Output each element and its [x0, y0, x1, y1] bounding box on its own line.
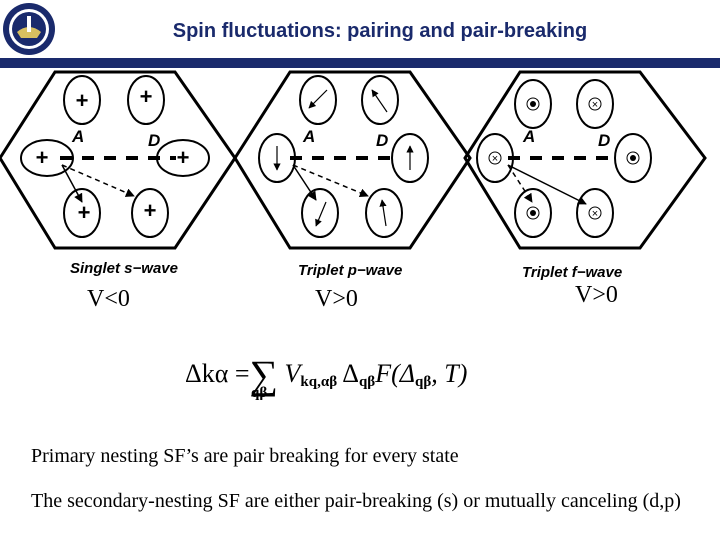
plus-symbol: +: [144, 198, 157, 223]
plus-symbol: +: [140, 84, 153, 109]
pocket: [576, 188, 614, 238]
pocket: [20, 139, 74, 177]
cross-in-circle-icon: [588, 97, 602, 111]
cross-symbol: ×: [492, 153, 498, 165]
nesting-arrow: [507, 164, 533, 203]
formula-v-sub: kq,αβ: [300, 374, 338, 390]
formula-v: V: [284, 359, 301, 388]
hexagon: [0, 70, 237, 250]
plus-symbol: +: [177, 145, 190, 170]
formula-delta-sub: qβ: [358, 374, 376, 390]
formula-f: F(Δ: [375, 359, 416, 388]
label-A: A: [522, 127, 535, 146]
text-line-2: The secondary-nesting SF are either pair…: [31, 490, 681, 512]
hexagon: [233, 70, 472, 250]
fermi-surface-diagram: × × × + + + + + + A D A D A D: [0, 70, 707, 250]
formula-equals: =: [234, 359, 250, 388]
gap-equation: Δkα =∑ qβ Vkq,αβ ΔqβF(Δqβ, T): [185, 345, 468, 401]
v-label-middle: V>0: [315, 286, 358, 312]
pocket: [301, 188, 339, 238]
spin-arrow: [371, 89, 388, 113]
pocket: [127, 75, 165, 125]
plus-symbol: +: [36, 145, 49, 170]
plus-symbol: +: [76, 88, 89, 113]
nesting-secondary: [292, 164, 369, 198]
spin-arrow: [315, 201, 327, 227]
pocket: [365, 188, 403, 238]
nesting-arrow: [61, 164, 83, 203]
pocket: [391, 133, 429, 183]
nesting-arrow: [292, 164, 317, 201]
caption-singlet: Singlet s−wave: [70, 260, 178, 277]
header-bar: [0, 58, 720, 68]
pocket: [514, 79, 552, 129]
v-label-right: V>0: [575, 282, 618, 308]
formula-lhs: Δkα: [185, 359, 229, 388]
dot-in-circle-icon: [526, 206, 540, 220]
cross-in-circle-icon: [488, 151, 502, 165]
panel-triplet-p: [233, 70, 472, 250]
label-A: A: [71, 127, 84, 146]
cross-symbol: ×: [592, 208, 598, 220]
sum-symbol: ∑: [249, 352, 279, 397]
navy-seal-icon: [3, 3, 55, 55]
text-line-1: Primary nesting SF’s are pair breaking f…: [31, 445, 459, 467]
hexagon: [463, 70, 707, 250]
header: Spin fluctuations: pairing and pair-brea…: [0, 0, 720, 68]
plus-symbol: +: [78, 200, 91, 225]
caption-triplet-f: Triplet f−wave: [522, 264, 623, 281]
pocket: [131, 188, 169, 238]
pocket: [614, 133, 652, 183]
cross-in-circle-icon: [588, 206, 602, 220]
v-label-left: V<0: [87, 286, 130, 312]
pocket: [299, 75, 337, 125]
pocket: [63, 188, 101, 238]
pocket: [63, 75, 101, 125]
label-A: A: [302, 127, 315, 146]
pocket: [576, 79, 614, 129]
label-D: D: [598, 131, 610, 150]
spin-arrow: [379, 199, 387, 227]
spin-arrow: [308, 89, 328, 109]
label-D: D: [148, 131, 160, 150]
caption-triplet-p: Triplet p−wave: [298, 262, 403, 279]
pocket: [514, 188, 552, 238]
dot-in-circle-icon: [626, 151, 640, 165]
nesting-secondary: [61, 164, 135, 197]
page-title: Spin fluctuations: pairing and pair-brea…: [172, 20, 588, 42]
formula-f-sub: qβ: [415, 374, 432, 390]
pocket: [361, 75, 399, 125]
dot-in-circle-icon: [526, 97, 540, 111]
panel-triplet-f: × × ×: [463, 70, 707, 250]
panel-singlet: [0, 70, 237, 250]
nesting-secondary: [507, 164, 587, 205]
sum-index: qβ: [251, 385, 268, 401]
cross-symbol: ×: [592, 99, 598, 111]
label-D: D: [376, 131, 388, 150]
formula-delta: Δ: [342, 359, 359, 388]
formula-end: , T): [431, 359, 468, 388]
